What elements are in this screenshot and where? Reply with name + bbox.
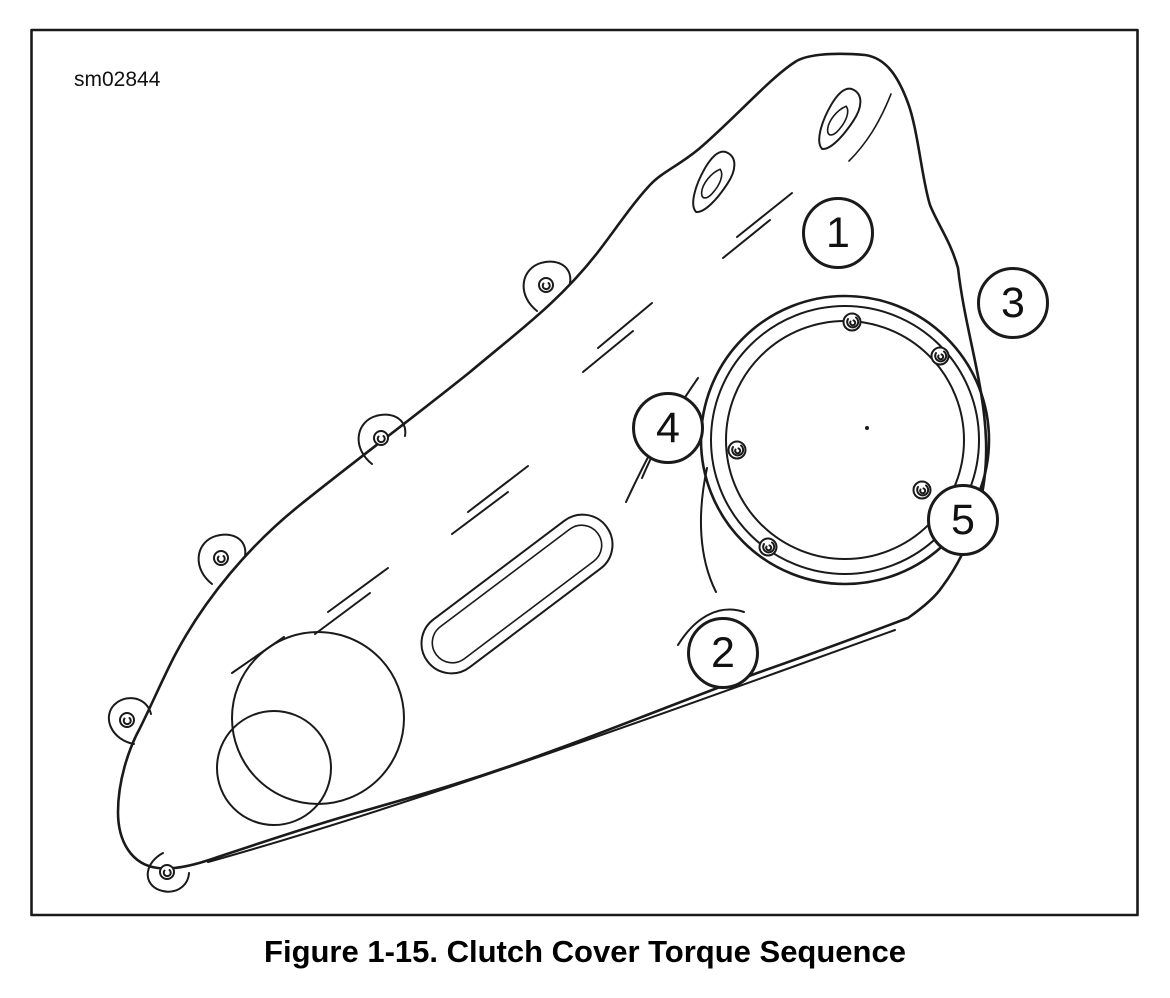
figure-frame <box>30 28 1139 917</box>
callout-1-label: 1 <box>826 208 850 257</box>
mounting-tabs <box>107 260 572 893</box>
callout-2-label: 2 <box>711 628 735 677</box>
drawing-id-label: sm02844 <box>74 68 161 91</box>
surface-detail-lines <box>231 192 793 674</box>
top-slots <box>692 87 862 213</box>
callout-4: 4 <box>632 392 704 464</box>
callout-3: 3 <box>977 267 1049 339</box>
bolt-head-5 <box>727 440 747 460</box>
cover-outline <box>116 52 988 870</box>
crankcase-boss <box>216 631 405 826</box>
callout-2: 2 <box>687 617 759 689</box>
callout-3-label: 3 <box>1001 278 1025 327</box>
callout-1: 1 <box>802 197 874 269</box>
center-slot <box>420 513 614 675</box>
bolt-head-4 <box>758 537 778 557</box>
bolt-head-1 <box>842 312 862 332</box>
callout-5: 5 <box>927 484 999 556</box>
bolt-head-3 <box>912 480 932 500</box>
callout-5-label: 5 <box>951 495 975 544</box>
bolt-head-2 <box>930 346 950 366</box>
figure-caption: Figure 1-15. Clutch Cover Torque Sequenc… <box>264 934 906 969</box>
callout-4-label: 4 <box>656 403 680 452</box>
